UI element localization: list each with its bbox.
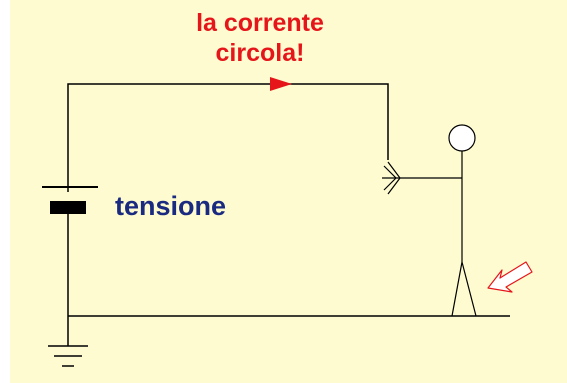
current-label-line2: circola! xyxy=(215,39,305,67)
circuit-wire-top xyxy=(67,83,389,192)
battery-symbol xyxy=(42,186,98,214)
ground-symbol xyxy=(48,345,88,367)
current-flow-label: la corrente circola! xyxy=(160,8,360,68)
voltage-label: tensione xyxy=(115,191,227,221)
diagram-background xyxy=(10,0,567,383)
current-label-line1: la corrente xyxy=(196,9,324,37)
pointer-arrow xyxy=(487,261,533,293)
current-direction-arrow xyxy=(270,77,292,91)
stick-figure-person xyxy=(382,124,477,317)
